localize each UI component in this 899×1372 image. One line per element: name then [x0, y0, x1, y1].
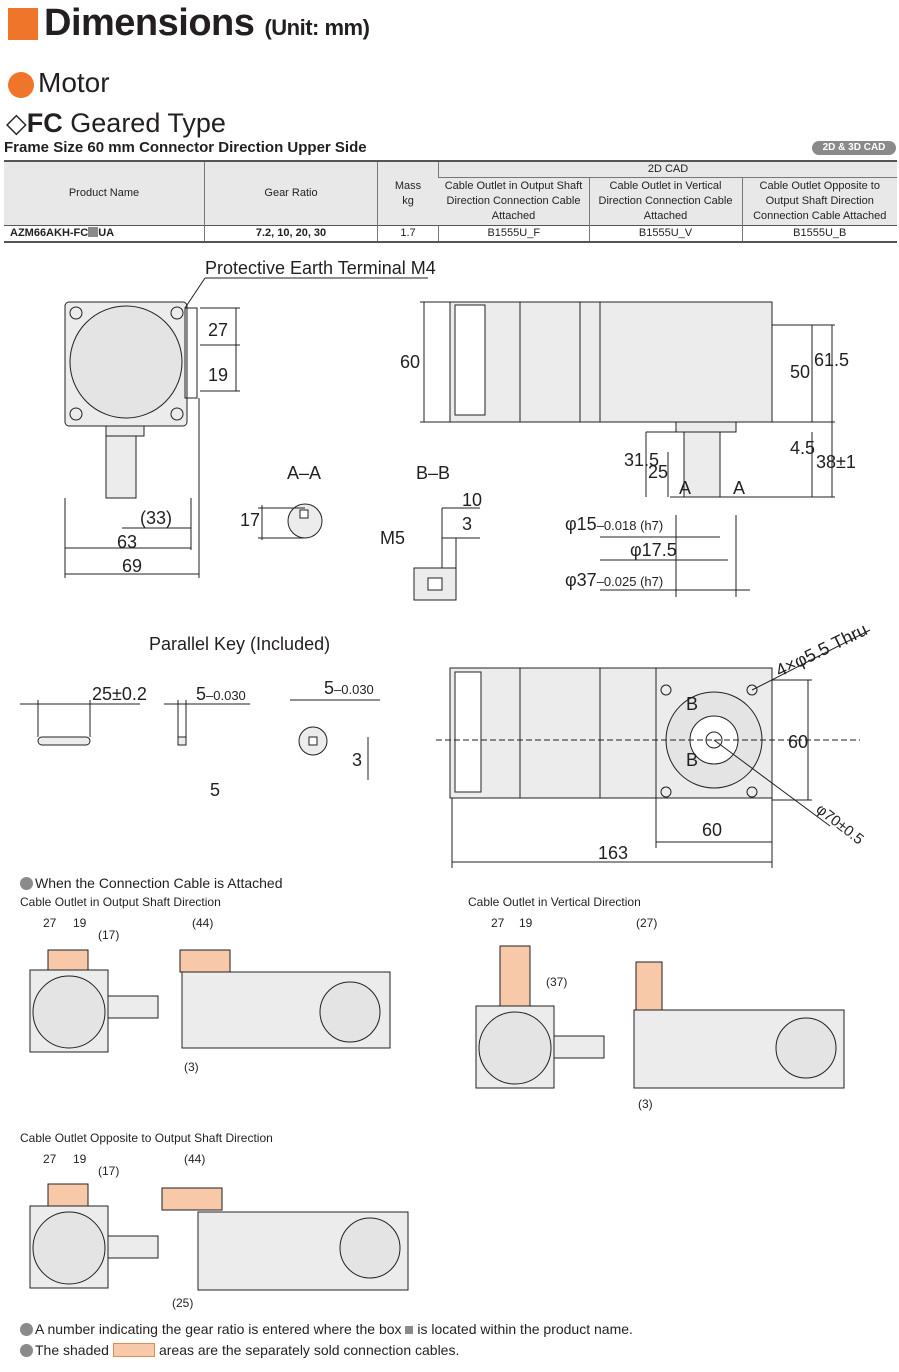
- dim-31-5: 31.5: [624, 450, 660, 470]
- mark-a-right: A: [733, 478, 746, 498]
- page-title: Dimensions (Unit: mm): [44, 2, 370, 44]
- parallel-key: [20, 699, 380, 780]
- cable-opposite-caption: Cable Outlet Opposite to Output Shaft Di…: [20, 1131, 273, 1145]
- dim-c3-27: 27: [43, 1152, 57, 1166]
- ratio-box-icon: [88, 227, 99, 237]
- phi37-label: φ37–0.025 (h7): [565, 570, 664, 590]
- dim-c1-17: (17): [98, 928, 120, 942]
- phi17-label: φ17.5: [630, 540, 677, 560]
- dim-key-length: 25±0.2: [92, 684, 147, 704]
- dim-c3-25: (25): [172, 1296, 194, 1310]
- section-aa-label: A–A: [287, 463, 322, 483]
- mark-b-bottom: B: [686, 750, 699, 770]
- cable-views: [29, 945, 845, 1291]
- dim-c2-3: (3): [638, 1097, 653, 1111]
- geared-type-heading: ◇FC Geared Type: [6, 108, 226, 138]
- gear-ratio-cell: 7.2, 10, 20, 30: [204, 225, 378, 243]
- dim-4-5: 4.5: [790, 438, 816, 458]
- mass-cell: 1.7: [377, 225, 439, 243]
- section-bb-label: B–B: [416, 463, 451, 483]
- shaded-swatch: [112, 1343, 155, 1357]
- dim-key-keyway: 5–0.030: [324, 678, 374, 698]
- dim-61-5: 61.5: [814, 350, 850, 370]
- mark-b-top: B: [686, 694, 699, 714]
- dim-c3-17: (17): [98, 1164, 120, 1178]
- note-gear-ratio: A number indicating the gear ratio is en…: [20, 1321, 633, 1337]
- col-ratio: Gear Ratio: [204, 160, 378, 226]
- cad-link-2[interactable]: B1555U_V: [588, 225, 742, 243]
- cad-badge[interactable]: 2D & 3D CAD: [812, 141, 896, 155]
- dim-c1-27: 27: [43, 916, 57, 930]
- dim-c3-44: (44): [184, 1152, 206, 1166]
- dim-c1-44: (44): [192, 916, 214, 930]
- dim-c2-27: 27: [491, 916, 505, 930]
- dim-c3-19: 19: [73, 1152, 87, 1166]
- dim-key-depth: 3: [352, 750, 363, 770]
- dim-38: 38±1: [816, 452, 856, 472]
- dim-key-height: 5: [210, 780, 221, 800]
- frame-size-caption: Frame Size 60 mm Connector Direction Upp…: [4, 139, 367, 156]
- dim-c2-37: (37): [546, 975, 568, 989]
- dim-10: 10: [462, 490, 483, 510]
- mark-a-left: A: [679, 478, 692, 498]
- dim-c2-19: 19: [519, 916, 533, 930]
- dim-17: 17: [240, 510, 261, 530]
- side-view: [420, 301, 835, 597]
- dim-69: 69: [122, 556, 143, 576]
- dim-c2-27p: (27): [636, 916, 658, 930]
- m5-label: M5: [380, 528, 406, 548]
- dim-c1-19: 19: [73, 916, 87, 930]
- col-cad1: Cable Outlet in Output Shaft Direction C…: [438, 177, 589, 226]
- ratio-box-icon: [405, 1326, 414, 1334]
- cable-out-shaft-caption: Cable Outlet in Output Shaft Direction: [20, 895, 221, 909]
- section-views: [258, 503, 480, 601]
- front-view: [64, 277, 428, 578]
- dim-25: 25: [648, 462, 669, 482]
- cable-section-heading: When the Connection Cable is Attached: [20, 875, 283, 891]
- dim-50: 50: [790, 362, 811, 382]
- phi15-label: φ15–0.018 (h7): [565, 514, 664, 534]
- dim-c1-3: (3): [184, 1060, 199, 1074]
- dim-19: 19: [208, 365, 229, 385]
- cable-vertical-caption: Cable Outlet in Vertical Direction: [468, 895, 641, 909]
- dim-60-side: 60: [400, 352, 421, 372]
- header-accent-square: [8, 8, 38, 40]
- dim-3: 3: [462, 514, 473, 534]
- col-cad: 2D CAD: [438, 160, 897, 178]
- dim-33: (33): [140, 508, 173, 528]
- col-cad2: Cable Outlet in Vertical Direction Conne…: [588, 177, 742, 226]
- dim-key-width: 5–0.030: [196, 684, 246, 704]
- cad-link-3[interactable]: B1555U_B: [741, 225, 897, 243]
- dim-60-bottom: 60: [702, 820, 723, 840]
- dim-27: 27: [208, 320, 229, 340]
- dim-63: 63: [117, 532, 138, 552]
- dim-163: 163: [598, 843, 629, 863]
- pe-terminal-label: Protective Earth Terminal M4: [205, 258, 436, 278]
- col-cad3: Cable Outlet Opposite to Output Shaft Di…: [741, 177, 897, 226]
- col-product: Product Name: [4, 160, 205, 226]
- bullet-icon: [20, 1344, 33, 1357]
- motor-bullet-icon: [8, 72, 34, 98]
- bullet-icon: [20, 1323, 33, 1336]
- bottom-view: [436, 629, 871, 868]
- cad-link-1[interactable]: B1555U_F: [438, 225, 589, 243]
- motor-heading: Motor: [38, 67, 110, 98]
- dim-60-flange: 60: [788, 732, 809, 752]
- bullet-icon: [20, 877, 33, 890]
- parallel-key-label: Parallel Key (Included): [149, 634, 331, 654]
